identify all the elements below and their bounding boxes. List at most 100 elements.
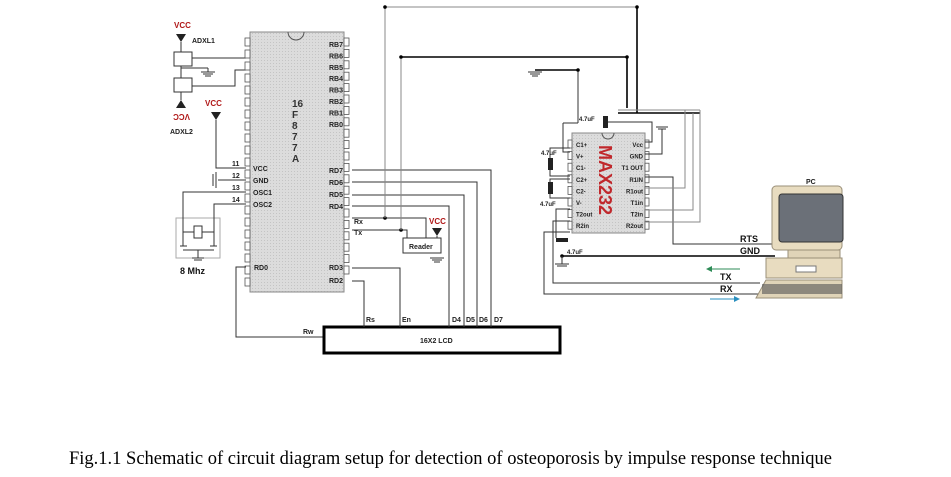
pc-computer-icon: PC: [755, 179, 844, 299]
cap-label: 4.7uF: [541, 151, 557, 157]
pc-signal-rx: RX: [720, 284, 733, 294]
pic-name-char: A: [292, 154, 299, 165]
max232-pin-label: Vcc: [632, 143, 643, 149]
pic-pin-number: 11: [232, 161, 240, 168]
pin-stub: [244, 253, 251, 263]
pin-stub: [644, 174, 650, 184]
pin-stub: [644, 162, 650, 172]
pin-stub: [567, 139, 573, 149]
pic-pin-label: RD6: [329, 180, 343, 187]
pin-stub: [244, 277, 251, 287]
pin-stub: [244, 133, 251, 143]
pin-stub: [343, 128, 350, 138]
lcd-16x2: [322, 325, 562, 355]
max232-pin-label: R2in: [576, 224, 589, 230]
pic-pin-label: GND: [253, 178, 269, 185]
pic-pin-label: RD3: [329, 265, 343, 272]
max232-pin-label: C1-: [576, 166, 586, 172]
lcd-pin-label: D6: [479, 317, 488, 324]
figure-caption: Fig.1.1 Schematic of circuit diagram set…: [69, 449, 832, 469]
pin-stub: [343, 49, 350, 58]
lcd-pin-label: En: [402, 317, 411, 324]
pin-stub: [343, 151, 350, 161]
pin-stub: [244, 37, 251, 47]
vcc-arrow-icon: [211, 112, 221, 120]
pic-pin-label: RB0: [329, 122, 343, 129]
pin-stub: [567, 197, 573, 207]
pic-pin-label: RD5: [329, 192, 343, 199]
max232-pin-label: T1in: [631, 201, 644, 207]
pic-name-char: 7: [292, 132, 298, 143]
cap-label: 4.7uF: [579, 117, 595, 123]
vcc-arrow-icon: [432, 228, 442, 236]
pic-pin-label: OSC1: [253, 190, 272, 197]
adxl2-sensor: [173, 77, 193, 93]
pic-pin-label: RB1: [329, 110, 343, 117]
capacitor-icon: [548, 182, 553, 194]
pic-name-char: 7: [292, 143, 298, 154]
capacitor-icon: [603, 116, 608, 128]
pic-pin-label: RB5: [329, 65, 343, 72]
reader-label: Reader: [409, 244, 433, 251]
max232-pin-label: R2out: [626, 224, 643, 230]
lcd-pin-label: D4: [452, 317, 461, 324]
pin-stub: [244, 61, 251, 71]
pic-pin-number: 13: [232, 185, 240, 192]
capacitor-icon: [556, 238, 568, 242]
pin-stub: [244, 265, 251, 275]
pic-pin-label: RB7: [329, 42, 343, 49]
pic-pin-label: RD0: [254, 265, 268, 272]
lcd-label: 16X2 LCD: [420, 338, 453, 345]
reader-vcc-label: VCC: [429, 217, 446, 226]
cap-label: 4.7uF: [567, 250, 583, 256]
max232-pin-label: R1out: [626, 189, 643, 195]
pic-pin-label: OSC2: [253, 202, 272, 209]
max232-pin-label: T2out: [576, 213, 592, 219]
pin-stub: [244, 181, 251, 191]
adxl1-label: ADXL1: [192, 38, 215, 45]
max232-pin-label: T2in: [631, 213, 644, 219]
pic-pin-label: Rx: [354, 219, 363, 226]
pin-stub: [644, 197, 650, 207]
pin-stub: [244, 49, 251, 59]
pin-stub: [343, 71, 350, 81]
pic-name-char: 16: [292, 99, 304, 110]
pic-pin-label: RB2: [329, 99, 343, 106]
pic-pin-label: RD4: [329, 204, 343, 211]
max232-pin-label: V+: [576, 155, 584, 161]
pin-stub: [343, 37, 350, 47]
vcc-label: VCC: [174, 21, 191, 30]
pin-stub: [343, 265, 350, 275]
lcd-pin-label: Rs: [366, 317, 375, 324]
pic-vcc-label: VCC: [205, 99, 222, 108]
pin-stub: [644, 220, 650, 230]
crystal-label: 8 Mhz: [180, 266, 206, 276]
vcc-arrow-icon: [176, 100, 186, 108]
pin-stub: [244, 193, 251, 203]
capacitor-icon: [548, 158, 553, 170]
max232-pin-label: C2+: [576, 178, 588, 184]
max232-pin-label: V-: [576, 201, 582, 207]
pin-stub: [244, 229, 251, 239]
pic-pin-label: RD7: [329, 168, 343, 175]
pic-pin-label: RB3: [329, 88, 343, 95]
crystal-oscillator: 8 Mhz: [175, 191, 246, 276]
pc-label: PC: [806, 179, 816, 186]
pin-stub: [244, 157, 251, 167]
pic-name-char: 8: [292, 121, 298, 132]
pin-stub: [567, 209, 573, 219]
pin-stub: [343, 231, 350, 241]
lcd-rw-label: Rw: [303, 329, 314, 336]
pin-stub: [343, 162, 350, 172]
pic-pin-number: 12: [232, 173, 240, 180]
pic-pin-label: Tx: [354, 230, 362, 237]
pin-stub: [244, 97, 251, 107]
max232-label: MAX232: [595, 145, 615, 215]
pic-pin-label: RD2: [329, 278, 343, 285]
pc-signal-rts: RTS: [740, 234, 758, 244]
pin-stub: [244, 121, 251, 131]
pin-stub: [244, 109, 251, 119]
max232-pin-label: T1 OUT: [622, 166, 644, 172]
pic-name-char: F: [292, 110, 298, 121]
